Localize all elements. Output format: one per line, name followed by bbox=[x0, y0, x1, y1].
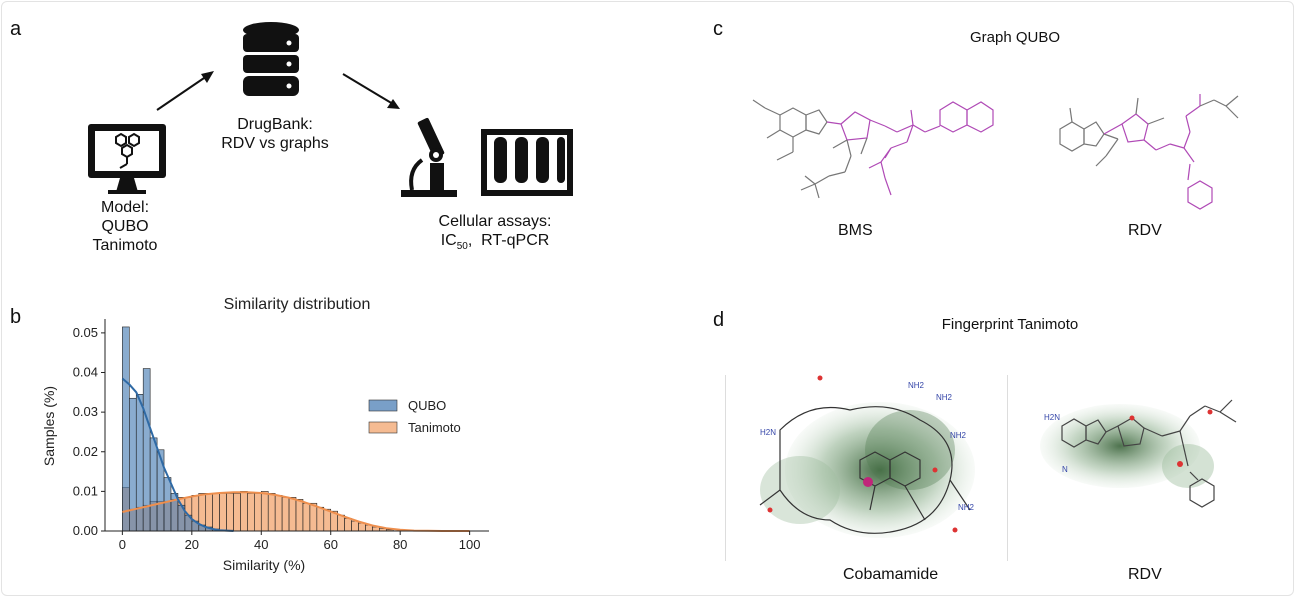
x-tick-label: 0 bbox=[119, 537, 126, 552]
legend-label-qubo: QUBO bbox=[408, 398, 446, 413]
y-tick-label: 0.04 bbox=[73, 365, 98, 380]
arrow-icon bbox=[342, 73, 400, 109]
histogram-bar-tanimoto bbox=[323, 508, 332, 532]
y-axis-label: Samples (%) bbox=[41, 386, 57, 466]
rdv-label-d: RDV bbox=[1128, 566, 1162, 583]
panel-letter-a: a bbox=[10, 18, 22, 40]
assays-label-line: IC50, RT-qPCR bbox=[420, 231, 570, 256]
computer-molecule-icon bbox=[88, 124, 166, 194]
histogram-bar-tanimoto bbox=[351, 520, 359, 532]
panel-a-graphics bbox=[88, 22, 573, 197]
rdv-structure-qubo bbox=[1059, 94, 1239, 210]
panel-letter-b: b bbox=[10, 306, 22, 328]
database-icon bbox=[243, 22, 299, 96]
y-tick-label: 0.03 bbox=[73, 404, 98, 419]
model-label: Model: QUBO Tanimoto bbox=[75, 198, 175, 255]
cobamamide-label: Cobamamide bbox=[843, 566, 939, 583]
panel-letter-d: d bbox=[713, 309, 725, 331]
test-tubes-icon bbox=[481, 129, 573, 196]
y-tick-label: 0.02 bbox=[73, 444, 98, 459]
panel-d-title: Fingerprint Tanimoto bbox=[941, 316, 1079, 333]
rdv-fingerprint: H2N N bbox=[1040, 399, 1237, 508]
y-tick-label: 0.05 bbox=[73, 325, 98, 340]
chart-legend: QUBO Tanimoto bbox=[368, 398, 461, 435]
assays-rest-text: , RT-qPCR bbox=[467, 232, 550, 249]
svg-text:NH2: NH2 bbox=[936, 393, 953, 402]
bms-label: BMS bbox=[838, 222, 873, 239]
histogram-bar-tanimoto bbox=[260, 491, 269, 532]
similarity-chart: Similarity distribution 0 20 40 60 80 100 0.00… bbox=[41, 296, 489, 573]
drugbank-label: DrugBank: RDV vs graphs bbox=[205, 115, 345, 153]
y-tick-label: 0.01 bbox=[73, 483, 98, 498]
histogram-bar-tanimoto bbox=[281, 497, 290, 532]
chart-title: Similarity distribution bbox=[224, 296, 371, 313]
histogram-bar-tanimoto bbox=[240, 491, 248, 532]
drugbank-label-line: DrugBank: bbox=[237, 116, 313, 133]
histogram-bar-tanimoto bbox=[316, 506, 325, 532]
model-label-line: QUBO bbox=[101, 218, 149, 235]
svg-text:NH2: NH2 bbox=[958, 503, 975, 512]
histogram-bar-tanimoto bbox=[288, 497, 297, 532]
assays-label: Cellular assays: IC50, RT-qPCR bbox=[420, 212, 570, 256]
histogram-bar-tanimoto bbox=[226, 493, 234, 532]
histogram-bar-qubo bbox=[149, 437, 158, 532]
histogram-bar-tanimoto bbox=[219, 493, 227, 532]
legend-label-tanimoto: Tanimoto bbox=[408, 420, 461, 435]
legend-swatch-qubo bbox=[368, 399, 398, 412]
histogram-bar-tanimoto bbox=[212, 493, 220, 532]
assays-label-line: Cellular assays: bbox=[438, 213, 552, 230]
histogram-bar-tanimoto bbox=[247, 493, 255, 532]
x-tick-label: 100 bbox=[459, 537, 481, 552]
histogram-bar-qubo bbox=[122, 326, 130, 532]
svg-text:NH2: NH2 bbox=[950, 431, 967, 440]
svg-text:H2N: H2N bbox=[1044, 413, 1060, 422]
model-label-line: Model: bbox=[100, 199, 150, 216]
x-tick-label: 40 bbox=[254, 537, 268, 552]
svg-text:H2N: H2N bbox=[760, 428, 776, 437]
drugbank-label-line: RDV vs graphs bbox=[221, 135, 329, 152]
histogram-bar-tanimoto bbox=[295, 499, 304, 532]
rdv-label-c: RDV bbox=[1128, 222, 1162, 239]
kde-line-tanimoto bbox=[122, 491, 470, 532]
panel-d-divider bbox=[725, 375, 726, 561]
bms-structure bbox=[752, 99, 994, 199]
ic-subscript: 50 bbox=[456, 241, 468, 253]
x-tick-label: 60 bbox=[323, 537, 337, 552]
x-tick-label: 20 bbox=[185, 537, 199, 552]
histogram-bar-tanimoto bbox=[337, 514, 345, 532]
histogram-bar-tanimoto bbox=[233, 493, 241, 532]
legend-swatch-tanimoto bbox=[368, 421, 398, 434]
histogram-bar-tanimoto bbox=[205, 493, 213, 532]
histogram-bar-tanimoto bbox=[358, 522, 366, 532]
histogram-bar-tanimoto bbox=[309, 502, 318, 532]
y-tick-label: 0.00 bbox=[73, 523, 98, 538]
svg-text:N: N bbox=[1062, 465, 1068, 474]
histogram-bar-qubo bbox=[163, 477, 172, 532]
svg-text:NH2: NH2 bbox=[908, 381, 925, 390]
histogram-bar-tanimoto bbox=[274, 495, 283, 532]
arrow-icon bbox=[156, 71, 214, 111]
panel-d-divider bbox=[1007, 375, 1008, 561]
x-axis-label: Similarity (%) bbox=[223, 557, 305, 573]
microscope-icon bbox=[401, 117, 457, 197]
histogram-bar-tanimoto bbox=[302, 502, 311, 532]
histogram-bar-qubo bbox=[135, 394, 144, 532]
histogram-bar-tanimoto bbox=[254, 493, 262, 532]
kde-line-qubo bbox=[121, 377, 234, 532]
panel-letter-c: c bbox=[713, 18, 723, 40]
model-label-line: Tanimoto bbox=[92, 237, 158, 254]
ic-text: IC bbox=[440, 232, 457, 249]
histogram-bar-tanimoto bbox=[344, 518, 352, 532]
x-tick-label: 80 bbox=[393, 537, 407, 552]
histogram-bar-tanimoto bbox=[267, 493, 276, 532]
panel-c-title: Graph QUBO bbox=[969, 29, 1061, 46]
